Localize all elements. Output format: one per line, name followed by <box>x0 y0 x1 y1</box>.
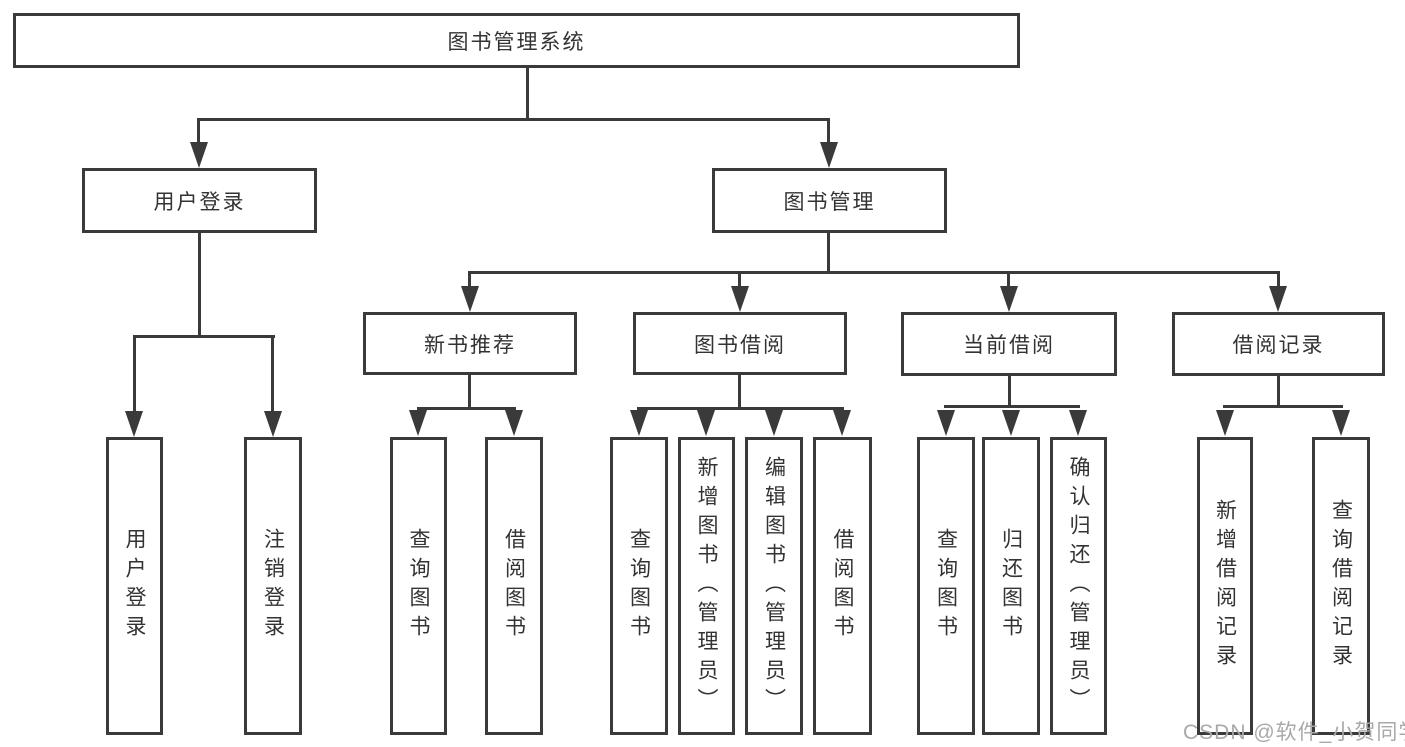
connector-vline <box>827 233 830 271</box>
leaf-return-books: 归还图书 <box>982 437 1040 735</box>
leaf-query-books-recommend: 查询图书 <box>390 437 447 735</box>
connector-vline <box>1277 376 1280 405</box>
arrow-down-icon <box>505 410 523 436</box>
arrow-down-icon <box>765 410 783 436</box>
node-label: 图书管理 <box>783 190 876 214</box>
node-label: 用户登录 <box>153 190 246 214</box>
arrow-down-icon <box>1269 286 1287 312</box>
node-label: 查询借阅记录 <box>1329 499 1353 673</box>
arrow-down-icon <box>1000 286 1018 312</box>
arrow-down-icon <box>190 142 208 168</box>
arrow-down-icon <box>1002 410 1020 436</box>
connector-vline <box>827 121 830 142</box>
leaf-query-books-current: 查询图书 <box>917 437 975 735</box>
leaf-logout: 注销登录 <box>244 437 302 735</box>
node-label: 图书借阅 <box>694 333 786 357</box>
connector-vline <box>1008 376 1011 405</box>
arrow-down-icon <box>820 142 838 168</box>
node-label: 新书推荐 <box>424 333 516 357</box>
connector-vline <box>468 375 471 407</box>
node-system-root: 图书管理系统 <box>13 13 1020 68</box>
connector-hline <box>637 407 844 410</box>
arrow-down-icon <box>833 410 851 436</box>
leaf-edit-books-admin: 编辑图书（管理员） <box>745 437 803 735</box>
arrow-down-icon <box>1069 410 1087 436</box>
watermark-text: CSDN @软件_小贺同学 <box>1183 721 1405 744</box>
leaf-query-books-borrowing: 查询图书 <box>610 437 668 735</box>
connector-hline <box>468 271 1280 274</box>
connector-vline <box>271 338 274 411</box>
connector-hline <box>1223 405 1343 408</box>
arrow-down-icon <box>697 410 715 436</box>
connector-hline <box>197 118 830 121</box>
connector-vline <box>197 121 200 142</box>
connector-vline <box>1007 274 1010 286</box>
connector-vline <box>198 233 201 335</box>
arrow-down-icon <box>1216 410 1234 436</box>
connector-vline <box>738 274 741 286</box>
node-label: 新增图书（管理员） <box>695 455 718 717</box>
arrow-down-icon <box>1332 410 1350 436</box>
leaf-user-login: 用户登录 <box>106 437 163 735</box>
node-label: 查询图书 <box>934 528 958 644</box>
connector-hline <box>417 407 516 410</box>
leaf-add-borrow-record: 新增借阅记录 <box>1197 437 1253 735</box>
node-book-borrowing: 图书借阅 <box>633 312 847 375</box>
node-label: 新增借阅记录 <box>1213 499 1237 673</box>
connector-vline <box>526 68 529 118</box>
node-label: 借阅图书 <box>831 528 854 644</box>
arrow-down-icon <box>630 410 648 436</box>
leaf-add-books-admin: 新增图书（管理员） <box>678 437 735 735</box>
node-label: 确认归还（管理员） <box>1067 455 1090 717</box>
arrow-down-icon <box>937 410 955 436</box>
leaf-confirm-return-admin: 确认归还（管理员） <box>1050 437 1107 735</box>
node-new-book-recommend: 新书推荐 <box>363 312 577 375</box>
leaf-borrow-books-recommend: 借阅图书 <box>485 437 543 735</box>
leaf-borrow-books-borrowing: 借阅图书 <box>813 437 872 735</box>
connector-hline <box>133 335 275 338</box>
arrow-down-icon <box>461 286 479 312</box>
node-label: 注销登录 <box>261 528 285 644</box>
connector-vline <box>468 274 471 286</box>
node-label: 编辑图书（管理员） <box>762 455 786 717</box>
node-user-login: 用户登录 <box>82 168 317 233</box>
connector-vline <box>133 338 136 411</box>
arrow-down-icon <box>125 411 143 437</box>
arrow-down-icon <box>409 410 427 436</box>
node-label: 用户登录 <box>123 528 146 644</box>
node-book-management: 图书管理 <box>712 168 947 233</box>
node-label: 归还图书 <box>999 528 1023 644</box>
arrow-down-icon <box>731 286 749 312</box>
connector-hline <box>944 405 1080 408</box>
node-label: 查询图书 <box>627 528 651 644</box>
node-label: 查询图书 <box>407 528 430 644</box>
connector-vline <box>1277 274 1280 286</box>
connector-vline <box>738 375 741 407</box>
node-label: 当前借阅 <box>963 334 1055 357</box>
node-label: 借阅图书 <box>502 528 526 644</box>
node-label: 借阅记录 <box>1232 334 1325 357</box>
node-borrowing-records: 借阅记录 <box>1172 312 1385 376</box>
node-label: 图书管理系统 <box>447 30 586 54</box>
arrow-down-icon <box>264 411 282 437</box>
leaf-query-borrow-record: 查询借阅记录 <box>1312 437 1370 735</box>
node-current-borrowing: 当前借阅 <box>901 312 1117 376</box>
